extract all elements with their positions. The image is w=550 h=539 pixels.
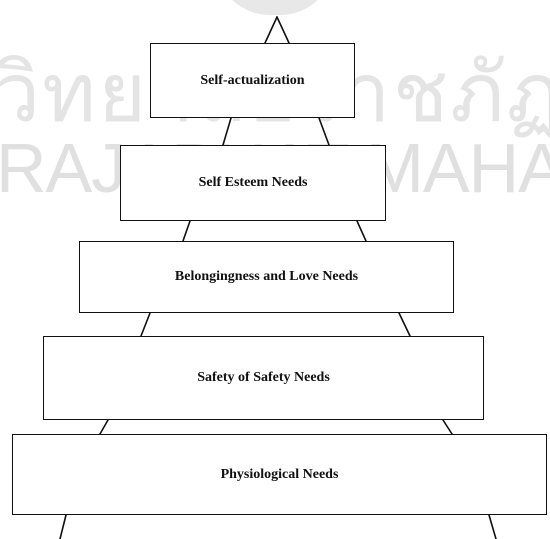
connector-line [182,220,191,242]
base-line-right [488,514,497,539]
apex-line-left [264,16,278,44]
level-belongingness-love: Belongingness and Love Needs [79,241,454,313]
level-safety: Safety of Safety Needs [43,336,484,420]
apex-line-right [276,16,290,44]
level-self-esteem: Self Esteem Needs [120,145,386,221]
level-self-actualization: Self-actualization [150,43,355,118]
connector-line [398,312,411,337]
connector-line [99,419,109,435]
base-line-left [59,514,67,539]
connector-line [356,220,367,242]
level-physiological: Physiological Needs [12,434,547,515]
connector-line [442,419,453,435]
connector-line [222,117,232,146]
level-label: Self-actualization [200,72,305,88]
level-label: Safety of Safety Needs [197,370,330,385]
connector-line [140,312,151,337]
connector-line [318,117,330,146]
level-label: Belongingness and Love Needs [174,269,359,284]
level-label: Physiological Needs [220,466,339,482]
level-label: Self Esteem Needs [198,175,308,190]
